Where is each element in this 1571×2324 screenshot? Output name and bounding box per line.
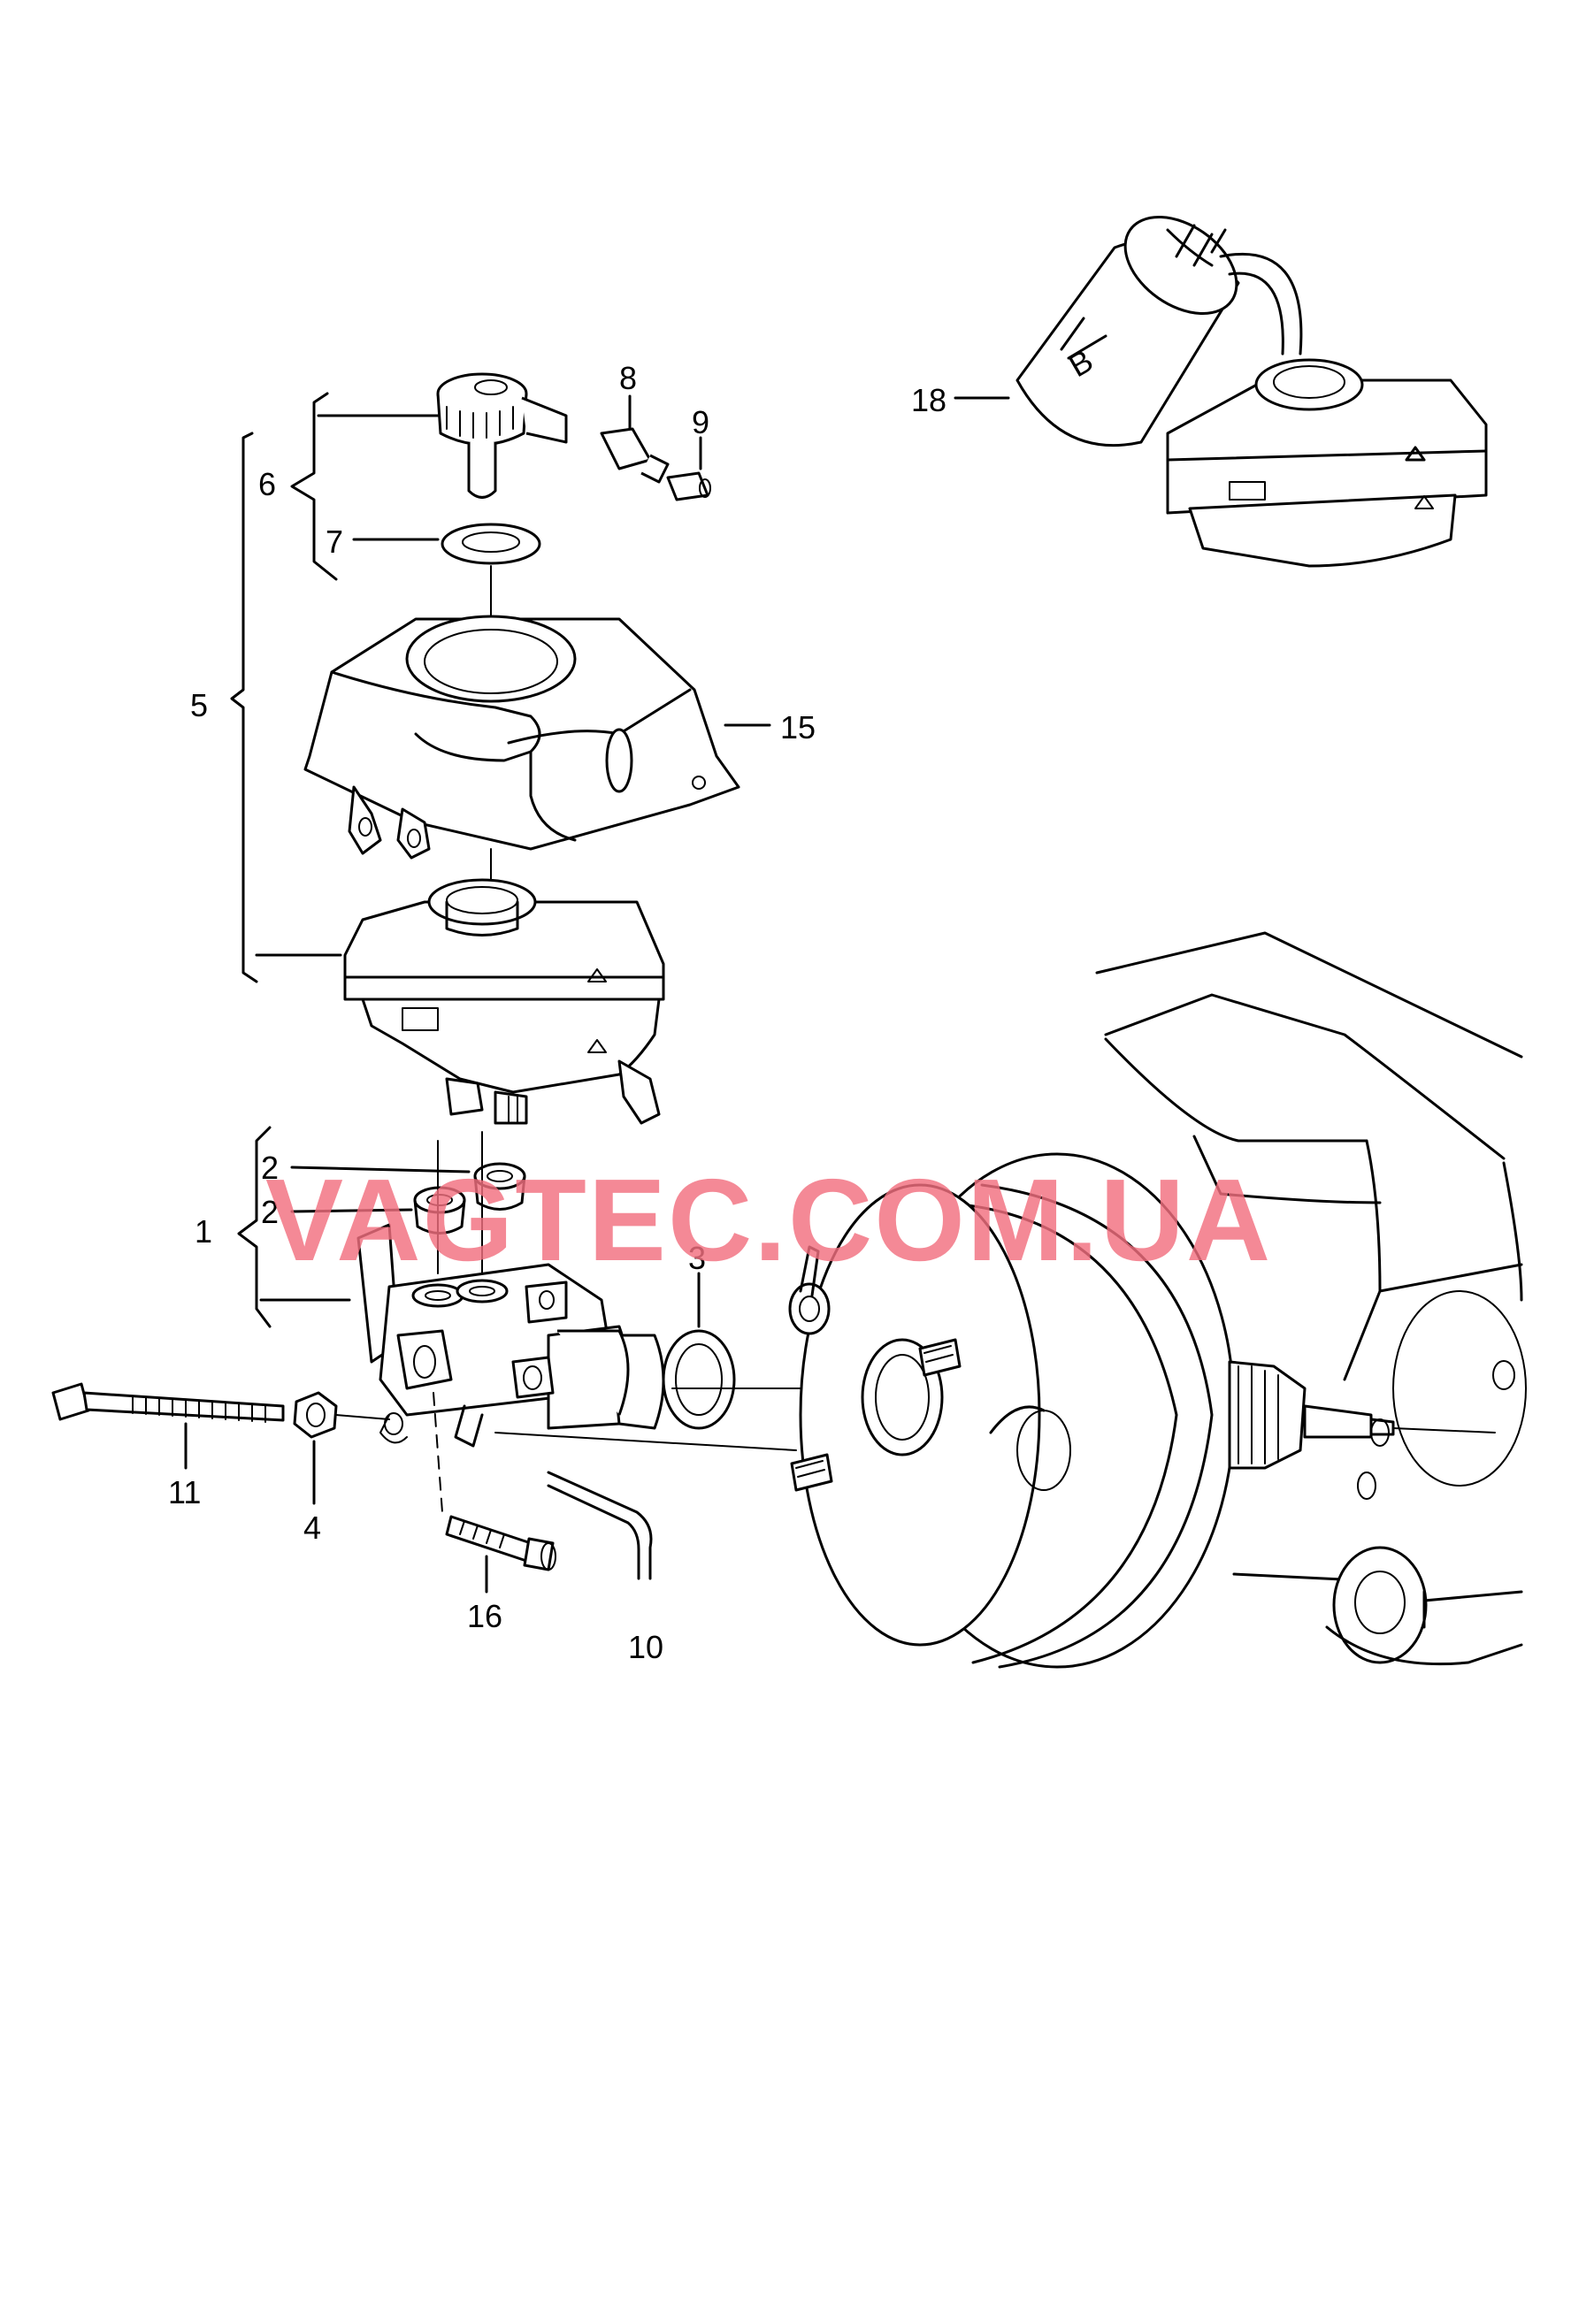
brake-booster <box>788 1152 1496 1669</box>
part-10-line <box>547 1471 653 1580</box>
part-7-seal-ring <box>441 523 541 565</box>
leader-2a <box>290 1166 471 1173</box>
callout-2a: 2 <box>261 1150 279 1186</box>
part-11-bolt <box>51 1382 285 1423</box>
part-15-cover <box>303 615 740 860</box>
callout-10: 10 <box>628 1629 663 1665</box>
callout-1: 1 <box>195 1213 212 1250</box>
master-cylinder <box>356 1223 665 1448</box>
callout-9: 9 <box>692 404 709 440</box>
part-2-seal-b <box>413 1186 466 1235</box>
callout-11: 11 <box>168 1474 201 1510</box>
part-5-reservoir <box>343 878 665 1125</box>
callout-15: 15 <box>780 709 816 745</box>
watermark: VAGTEC.COM.UA <box>265 1155 1272 1285</box>
firewall-panel <box>1095 931 1527 1666</box>
part-6-cap <box>436 372 568 499</box>
callout-3: 3 <box>688 1240 706 1276</box>
part-18-fluid-bottle: B <box>1015 215 1303 447</box>
axis-line-master <box>494 1432 797 1451</box>
part-9-pin <box>666 471 711 501</box>
brace-5 <box>230 432 258 983</box>
callout-16: 16 <box>467 1598 502 1634</box>
part-4-nut <box>293 1391 338 1439</box>
part-18-reservoir <box>1166 358 1488 568</box>
brace-6 <box>290 392 338 581</box>
callout-8: 8 <box>619 360 637 396</box>
callout-2b: 2 <box>261 1194 279 1230</box>
callout-6: 6 <box>258 466 276 502</box>
callout-7: 7 <box>326 524 343 560</box>
leader-2b <box>290 1208 413 1213</box>
part-3-o-ring <box>662 1329 736 1430</box>
axis-lines-seals <box>437 1131 483 1274</box>
part-8-connector <box>600 427 670 484</box>
callout-18: 18 <box>911 382 946 418</box>
axis-line-nut <box>335 1414 390 1420</box>
callout-5: 5 <box>190 687 208 723</box>
brace-1 <box>237 1126 272 1328</box>
callout-4: 4 <box>303 1510 321 1546</box>
part-16-screw <box>445 1515 556 1571</box>
part-2-seal-a <box>473 1162 526 1211</box>
